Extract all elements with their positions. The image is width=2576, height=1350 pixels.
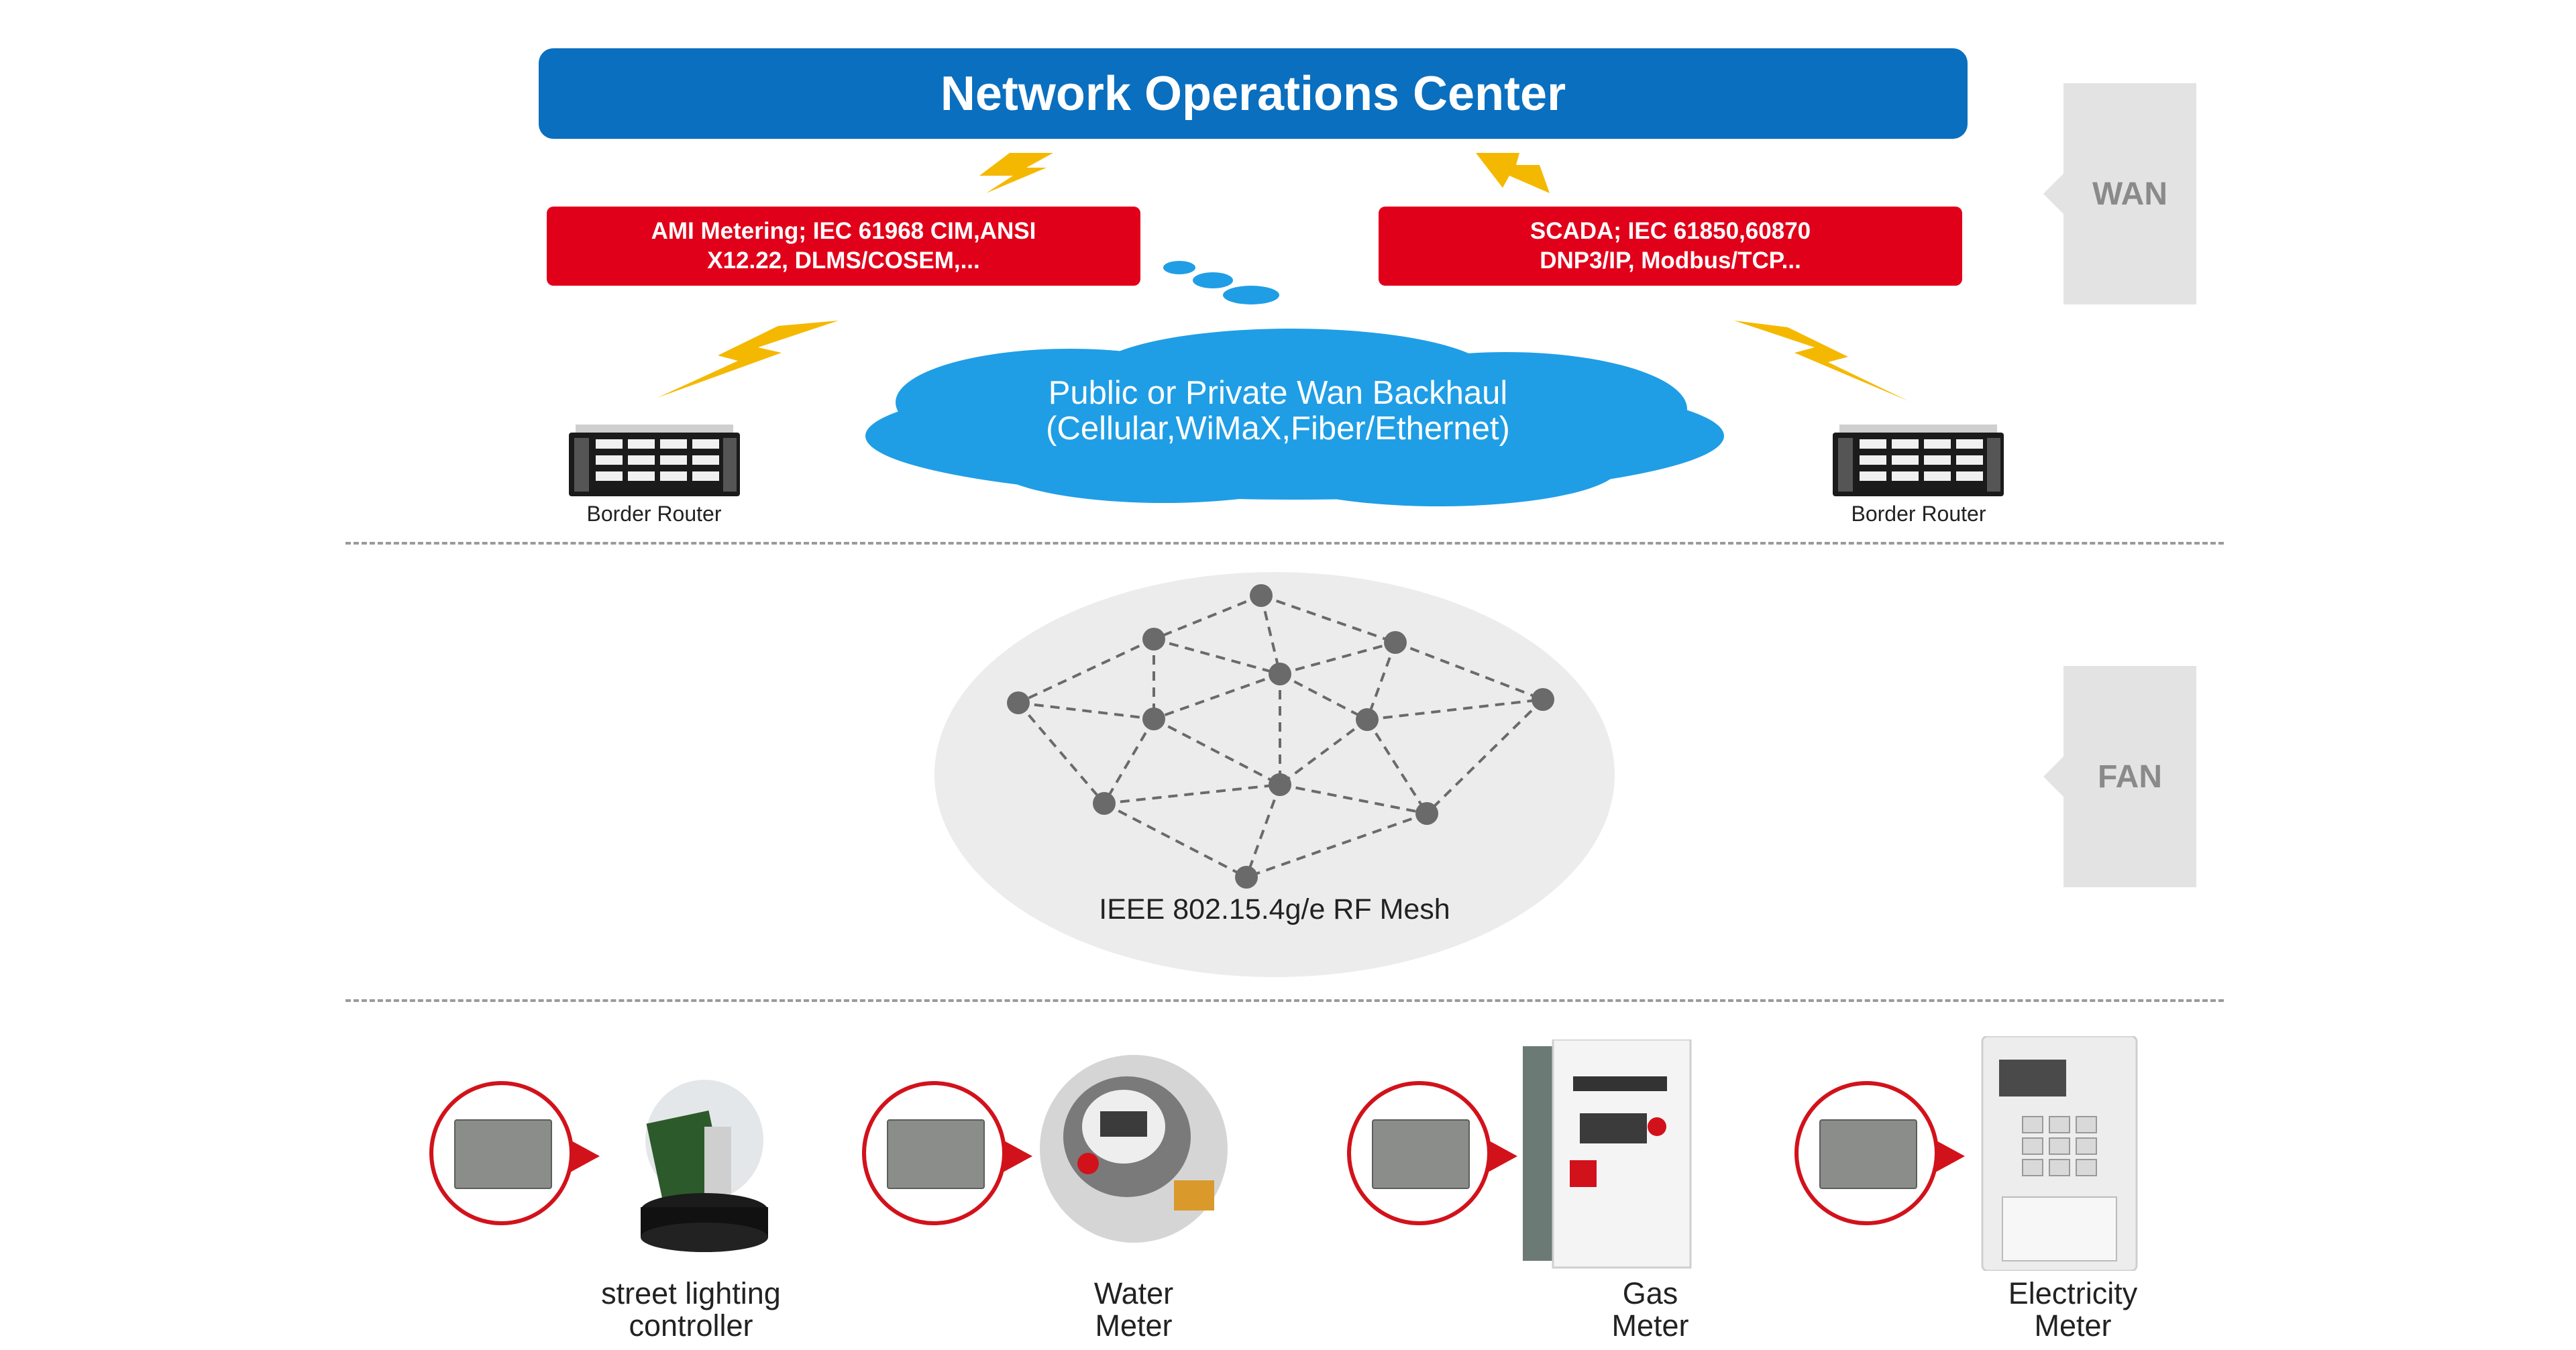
router-icon [1833, 425, 2004, 496]
device-label-line-1: Gas [1622, 1276, 1678, 1310]
callout-pointer [570, 1140, 600, 1172]
scada-protocol-line-1: SCADA; IEC 61850,60870 [1529, 218, 1811, 244]
device-label-line-2: controller [629, 1308, 753, 1343]
device-label-line-2: Meter [2034, 1308, 2112, 1343]
device-label-electricity-meter: Electricity Meter [1932, 1278, 2214, 1342]
rf-module-icon [1819, 1119, 1917, 1189]
device-label-line-2: Meter [1095, 1308, 1173, 1343]
gas-meter-image [1523, 1039, 1692, 1269]
rf-mesh-label: IEEE 802.15.4g/e RF Mesh [1099, 893, 1450, 925]
device-label-street-lighting: street lighting controller [537, 1278, 845, 1342]
fan-tab-label: FAN [2098, 758, 2162, 795]
electricity-meter-image [1981, 1036, 2138, 1271]
mesh-node-icon [1269, 663, 1291, 685]
mesh-node-icon [1142, 628, 1165, 651]
cloud-puffs-icon [1163, 261, 1279, 304]
mesh-node-icon [1384, 631, 1407, 654]
cloud-text-line-2: (Cellular,WiMaX,Fiber/Ethernet) [1046, 410, 1510, 447]
mesh-node-icon [1356, 708, 1379, 731]
device-label-line-1: street lighting [601, 1276, 781, 1310]
wan-backhaul-label: Public or Private Wan Backhaul (Cellular… [855, 376, 1701, 447]
wan-tab: WAN [2063, 83, 2196, 304]
mesh-node-icon [1142, 708, 1165, 730]
rf-module-icon [1372, 1119, 1470, 1189]
device-label-line-1: Electricity [2008, 1276, 2138, 1310]
fan-tab: FAN [2063, 666, 2196, 887]
border-router-label-right: Border Router [1851, 502, 1986, 526]
wan-tab-label: WAN [2092, 176, 2167, 212]
ami-protocol-line-2: X12.22, DLMS/COSEM,... [707, 247, 980, 274]
mesh-node-icon [1235, 866, 1258, 889]
mesh-node-icon [1007, 691, 1030, 714]
cloud-text-line-1: Public or Private Wan Backhaul [1048, 375, 1508, 411]
lightning-icon [979, 153, 1053, 193]
callout-pointer [1488, 1140, 1517, 1172]
lightning-icon [1734, 321, 1909, 401]
mesh-node-icon [1250, 584, 1273, 607]
noc-title: Network Operations Center [940, 66, 1566, 121]
lightning-icon [657, 321, 839, 398]
wan-tab-arrow [2043, 174, 2063, 214]
water-meter-image [1040, 1055, 1228, 1243]
scada-protocol-box: SCADA; IEC 61850,60870 DNP3/IP, Modbus/T… [1379, 207, 1962, 286]
device-label-gas-meter: Gas Meter [1523, 1278, 1778, 1342]
fan-device-separator [345, 999, 2224, 1002]
mesh-nodes [1007, 584, 1554, 889]
mesh-node-icon [1532, 688, 1554, 711]
rf-module-callout [862, 1081, 1006, 1225]
fan-tab-arrow [2043, 756, 2063, 797]
rf-mesh-diagram [934, 572, 1615, 977]
lightning-icon [1476, 153, 1550, 193]
rf-module-icon [454, 1119, 552, 1189]
network-operations-center-bar: Network Operations Center [539, 48, 1968, 139]
device-label-line-1: Water [1093, 1276, 1174, 1310]
mesh-node-icon [1269, 773, 1291, 796]
mesh-node-icon [1093, 792, 1116, 815]
mesh-node-icon [1415, 802, 1438, 825]
callout-pointer [1003, 1140, 1032, 1172]
rf-module-icon [887, 1119, 985, 1189]
device-label-water-meter: Water Meter [1006, 1278, 1261, 1342]
rf-module-callout [1794, 1081, 1939, 1225]
ami-metering-protocol-box: AMI Metering; IEC 61968 CIM,ANSI X12.22,… [547, 207, 1140, 286]
scada-protocol-line-2: DNP3/IP, Modbus/TCP... [1540, 247, 1801, 274]
cloud-icon [865, 329, 1724, 506]
device-label-line-2: Meter [1611, 1308, 1689, 1343]
ami-protocol-line-1: AMI Metering; IEC 61968 CIM,ANSI [651, 218, 1036, 244]
router-icon [569, 425, 740, 496]
rf-module-callout [429, 1081, 574, 1225]
street-light-controller-image [641, 1080, 768, 1252]
rf-module-callout [1347, 1081, 1491, 1225]
mesh-links [1017, 594, 1544, 879]
border-router-label-left: Border Router [586, 502, 722, 526]
callout-pointer [1935, 1140, 1965, 1172]
wan-fan-separator [345, 542, 2224, 545]
